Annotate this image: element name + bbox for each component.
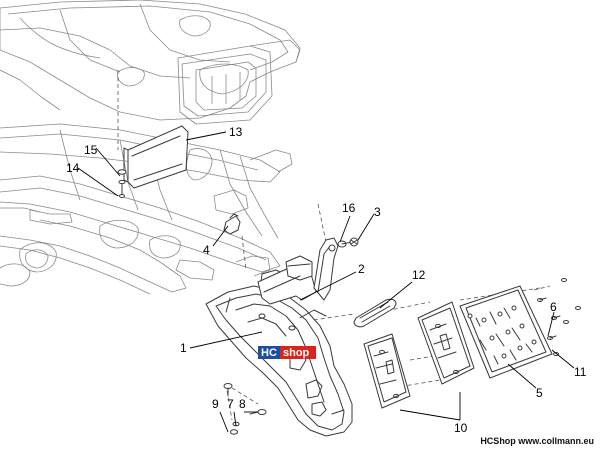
frame-upper-section bbox=[0, 0, 301, 125]
hc-shop-badge: HC shop bbox=[258, 346, 316, 359]
leader-lines bbox=[77, 131, 575, 433]
part-5-backplate bbox=[459, 285, 553, 379]
callout-8: 8 bbox=[239, 397, 246, 411]
part-12-reflector bbox=[353, 298, 397, 328]
callout-4: 4 bbox=[203, 243, 210, 257]
callout-10: 10 bbox=[454, 421, 468, 435]
callout-numbers: 13 15 14 4 16 3 2 12 1 5 6 11 10 9 7 8 bbox=[66, 125, 587, 435]
callout-9: 9 bbox=[212, 397, 219, 411]
callout-14: 14 bbox=[66, 161, 80, 175]
callout-16: 16 bbox=[342, 201, 356, 215]
callout-15: 15 bbox=[84, 143, 98, 157]
callout-11: 11 bbox=[574, 365, 587, 379]
part-13-splash-plate bbox=[123, 125, 189, 189]
badge-hc-background bbox=[258, 346, 280, 359]
parts-6-11-screws bbox=[537, 278, 581, 356]
watermark: HCShop www.collmann.eu bbox=[480, 436, 594, 446]
part-14-15-screw-washer bbox=[117, 169, 127, 198]
callout-3: 3 bbox=[374, 205, 381, 219]
callout-2: 2 bbox=[358, 262, 365, 276]
part-10-plate-a bbox=[363, 333, 411, 409]
callout-12: 12 bbox=[412, 268, 426, 282]
part-3-16-bolt bbox=[337, 237, 359, 248]
badge-hc-text: HC bbox=[261, 347, 277, 359]
callout-13: 13 bbox=[229, 125, 243, 139]
parts-7-8-9-fasteners bbox=[223, 383, 267, 435]
part-16-hook-bracket bbox=[313, 237, 339, 301]
part-4-clip bbox=[223, 213, 241, 235]
callout-7: 7 bbox=[227, 397, 234, 411]
callout-1: 1 bbox=[180, 341, 187, 355]
callout-6: 6 bbox=[550, 300, 557, 314]
frame-main-rails bbox=[0, 123, 293, 295]
part-2-bracket bbox=[257, 255, 317, 305]
callout-5: 5 bbox=[536, 386, 543, 400]
part-10-plate-b bbox=[417, 301, 475, 385]
badge-shop-background bbox=[280, 346, 316, 359]
badge-shop-text: shop bbox=[283, 347, 310, 359]
